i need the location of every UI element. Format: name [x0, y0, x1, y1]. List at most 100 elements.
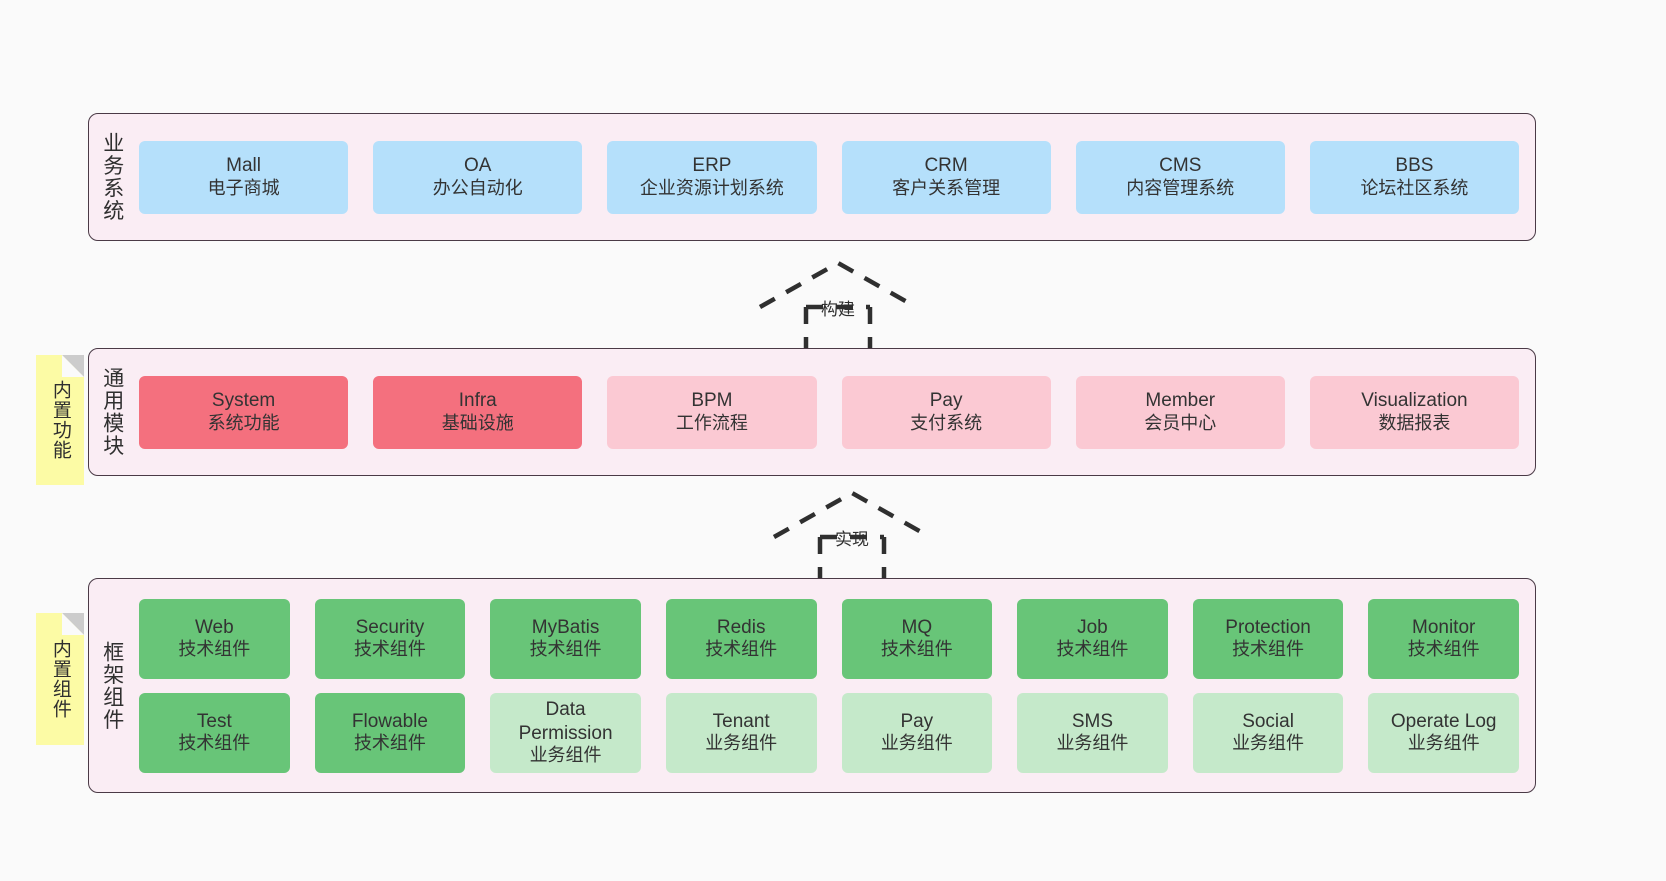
layer-title-business: 业务系统: [100, 132, 124, 222]
card-bbs[interactable]: BBS 论坛社区系统: [1309, 140, 1520, 214]
card-subtitle: 客户关系管理: [892, 177, 1001, 198]
card-subtitle: 基础设施: [441, 412, 514, 433]
card-subtitle: 业务组件: [880, 733, 953, 754]
card-title: Visualization: [1361, 390, 1468, 412]
sticky-note-builtin-components: 内置组件: [36, 613, 84, 745]
card-web[interactable]: Web 技术组件: [139, 598, 290, 679]
card-row: Mall 电子商城 OA 办公自动化 ERP 企业资源计划系统 CRM 客户关系…: [139, 140, 1520, 214]
card-subtitle: 数据报表: [1378, 412, 1451, 433]
card-pay[interactable]: Pay 支付系统: [841, 375, 1051, 449]
card-subtitle: 业务组件: [1056, 733, 1129, 754]
layer-common-modules: 通用模块 System 系统功能 Infra 基础设施 BPM 工作流程 Pay…: [88, 348, 1536, 476]
card-subtitle: 企业资源计划系统: [639, 177, 784, 198]
layer-body-common: System 系统功能 Infra 基础设施 BPM 工作流程 Pay 支付系统…: [135, 349, 1535, 475]
card-oa[interactable]: OA 办公自动化: [373, 140, 583, 214]
card-subtitle: 技术组件: [1407, 639, 1480, 660]
card-security[interactable]: Security 技术组件: [314, 598, 466, 679]
card-pay-business[interactable]: Pay 业务组件: [841, 692, 993, 773]
card-subtitle: 技术组件: [529, 639, 602, 660]
layer-title-framework: 框架组件: [100, 640, 124, 731]
card-subtitle: 论坛社区系统: [1360, 177, 1469, 198]
layer-body-framework: Web 技术组件 Security 技术组件 MyBatis 技术组件 Redi…: [135, 579, 1535, 792]
card-social[interactable]: Social 业务组件: [1192, 692, 1344, 773]
layer-body-business: Mall 电子商城 OA 办公自动化 ERP 企业资源计划系统 CRM 客户关系…: [135, 114, 1535, 240]
card-title: Flowable: [351, 710, 428, 732]
card-visualization[interactable]: Visualization 数据报表: [1309, 375, 1520, 449]
card-title: Monitor: [1412, 616, 1476, 638]
card-subtitle: 会员中心: [1144, 412, 1217, 433]
card-subtitle: 业务组件: [1232, 733, 1305, 754]
card-flowable[interactable]: Flowable 技术组件: [314, 692, 466, 773]
card-subtitle: 技术组件: [178, 733, 251, 754]
card-title: Data Permission: [518, 699, 613, 744]
card-infra[interactable]: Infra 基础设施: [373, 375, 583, 449]
card-title: Web: [194, 616, 234, 638]
card-subtitle: 系统功能: [207, 412, 280, 433]
card-test[interactable]: Test 技术组件: [139, 692, 290, 773]
card-title: Infra: [458, 390, 497, 412]
card-title: Test: [196, 710, 232, 732]
card-data-permission[interactable]: Data Permission 业务组件: [490, 692, 641, 773]
arrow-build-icon: [758, 260, 918, 353]
sticky-note-label: 内置功能: [49, 380, 71, 460]
card-subtitle: 业务组件: [529, 744, 602, 765]
card-row: Test 技术组件 Flowable 技术组件 Data Permission …: [139, 692, 1519, 773]
card-subtitle: 技术组件: [880, 639, 953, 660]
card-title: Operate Log: [1390, 710, 1497, 732]
card-title: MQ: [901, 616, 933, 638]
card-member[interactable]: Member 会员中心: [1075, 375, 1285, 449]
card-row: Web 技术组件 Security 技术组件 MyBatis 技术组件 Redi…: [139, 598, 1519, 679]
card-operate-log[interactable]: Operate Log 业务组件: [1368, 692, 1519, 773]
card-subtitle: 技术组件: [178, 639, 251, 660]
card-subtitle: 内容管理系统: [1126, 177, 1235, 198]
card-title: Pay: [929, 390, 963, 412]
card-subtitle: 工作流程: [675, 412, 748, 433]
card-title: Protection: [1225, 616, 1311, 638]
card-title: Tenant: [712, 710, 770, 732]
sticky-note-builtin-functions: 内置功能: [36, 355, 84, 485]
card-title: MyBatis: [531, 616, 600, 638]
card-system[interactable]: System 系统功能: [139, 375, 349, 449]
card-subtitle: 技术组件: [353, 733, 426, 754]
card-mybatis[interactable]: MyBatis 技术组件: [490, 598, 641, 679]
card-title: OA: [464, 155, 492, 177]
card-monitor[interactable]: Monitor 技术组件: [1368, 598, 1519, 679]
card-title: BBS: [1395, 155, 1434, 177]
card-subtitle: 业务组件: [705, 733, 778, 754]
card-subtitle: 技术组件: [1232, 639, 1305, 660]
card-crm[interactable]: CRM 客户关系管理: [841, 140, 1051, 214]
card-subtitle: 办公自动化: [432, 177, 523, 198]
card-row: System 系统功能 Infra 基础设施 BPM 工作流程 Pay 支付系统…: [139, 375, 1520, 449]
arrow-implement: 实现: [762, 487, 942, 583]
card-title: Member: [1145, 390, 1216, 412]
sticky-note-label: 内置组件: [49, 639, 71, 719]
card-subtitle: 电子商城: [207, 177, 280, 198]
card-cms[interactable]: CMS 内容管理系统: [1075, 140, 1285, 214]
card-redis[interactable]: Redis 技术组件: [665, 598, 817, 679]
card-title: Pay: [900, 710, 934, 732]
card-bpm[interactable]: BPM 工作流程: [607, 375, 817, 449]
card-title: Security: [355, 616, 425, 638]
layer-framework-components: 框架组件 Web 技术组件 Security 技术组件 MyBatis 技术组件…: [88, 578, 1536, 793]
card-title: CRM: [924, 155, 968, 177]
card-title: Redis: [716, 616, 766, 638]
card-title: CMS: [1159, 155, 1202, 177]
card-mq[interactable]: MQ 技术组件: [841, 598, 993, 679]
card-subtitle: 业务组件: [1407, 733, 1480, 754]
card-title: Job: [1077, 616, 1108, 638]
card-subtitle: 技术组件: [705, 639, 778, 660]
arrow-build: 构建: [748, 257, 928, 353]
card-mall[interactable]: Mall 电子商城: [139, 140, 349, 214]
card-job[interactable]: Job 技术组件: [1017, 598, 1168, 679]
layer-title-common: 通用模块: [100, 367, 124, 457]
card-erp[interactable]: ERP 企业资源计划系统: [607, 140, 817, 214]
card-title: Mall: [226, 155, 261, 177]
card-title: System: [211, 390, 276, 412]
card-title: Social: [1242, 710, 1294, 732]
card-sms[interactable]: SMS 业务组件: [1017, 692, 1168, 773]
layer-business-systems: 业务系统 Mall 电子商城 OA 办公自动化 ERP 企业资源计划系统 CRM…: [88, 113, 1536, 241]
card-protection[interactable]: Protection 技术组件: [1192, 598, 1344, 679]
card-title: ERP: [692, 155, 732, 177]
card-tenant[interactable]: Tenant 业务组件: [665, 692, 817, 773]
